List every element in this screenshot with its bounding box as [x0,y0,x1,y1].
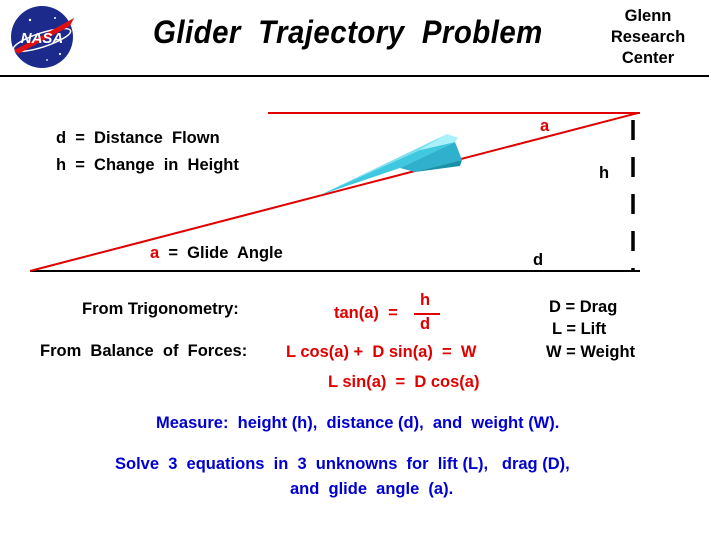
page-title: Glider Trajectory Problem [153,14,543,50]
forces-equation-1: L cos(a) + D sin(a) = W [286,343,477,361]
forces-label: From Balance of Forces: [40,342,248,360]
solve-note-line-1: Solve 3 equations in 3 unknowns for lift… [115,455,570,473]
tan-equation-lhs: tan(a) = [334,304,398,322]
angle-label: a [540,117,550,135]
height-definition: h = Change in Height [56,156,239,174]
fraction-denominator: d [420,315,431,333]
nasa-logo-text: NASA [21,30,64,47]
fraction-numerator: h [420,291,431,309]
lift-definition: L = Lift [552,320,607,338]
org-line-2: Research [610,28,686,46]
weight-definition: W = Weight [546,343,636,361]
trig-label: From Trigonometry: [82,300,239,318]
angle-definition: a = Glide Angle [150,244,283,263]
glide-path-line [29,112,639,272]
measure-note: Measure: height (h), distance (d), and w… [156,414,560,432]
org-line-1: Glenn [624,7,672,25]
angle-definition-text: = Glide Angle [159,244,283,262]
forces-equation-2: L sin(a) = D cos(a) [328,373,480,391]
distance-label: d [533,251,544,269]
glider-icon [320,134,462,195]
angle-symbol: a [150,244,160,262]
org-line-3: Center [621,49,675,67]
solve-note-line-2: and glide angle (a). [290,480,454,498]
distance-definition: d = Distance Flown [56,129,220,147]
drag-definition: D = Drag [549,298,618,316]
org-name: Glenn Research Center [598,6,698,69]
nasa-meatball-icon: NASA [11,6,74,68]
height-label: h [599,164,610,182]
trajectory-diagram [29,112,640,272]
fraction-bar [414,313,440,315]
